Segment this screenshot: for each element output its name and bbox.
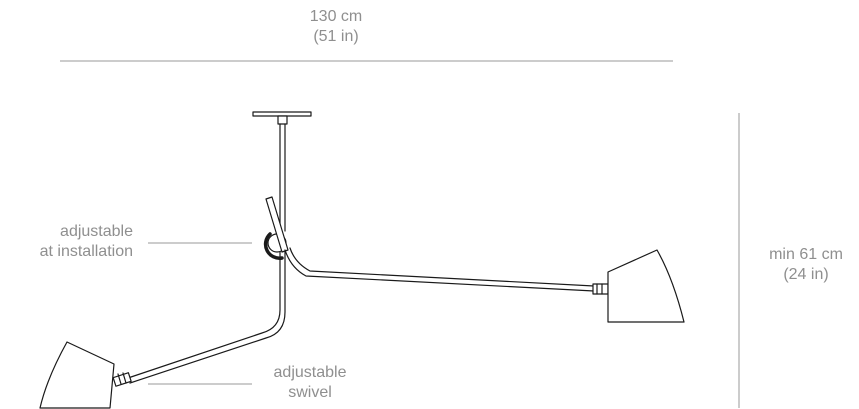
left-swivel-joint xyxy=(112,372,132,387)
left-lamp-shade xyxy=(39,341,115,409)
right-arm xyxy=(284,247,595,292)
installation-callout-label: adjustable at installation xyxy=(0,222,133,262)
lamp-stem xyxy=(279,123,286,232)
width-dimension-label: 130 cm (51 in) xyxy=(266,7,406,47)
swivel-callout-label: adjustable swivel xyxy=(250,363,370,403)
width-imperial: (51 in) xyxy=(313,28,359,45)
swivel-callout-line2: swivel xyxy=(288,384,332,401)
height-metric: min 61 cm xyxy=(769,246,843,263)
height-imperial: (24 in) xyxy=(783,266,829,283)
installation-callout-line1: adjustable xyxy=(60,223,133,240)
right-lamp-shade xyxy=(607,249,685,323)
swivel-callout-line1: adjustable xyxy=(273,364,347,381)
right-swivel-joint xyxy=(592,283,609,295)
ceiling-canopy xyxy=(252,111,312,125)
height-dimension-label: min 61 cm (24 in) xyxy=(756,245,856,285)
pivot-joint xyxy=(263,196,289,260)
installation-callout-line2: at installation xyxy=(39,243,133,260)
width-metric: 130 cm xyxy=(309,8,363,25)
left-arm xyxy=(127,251,286,384)
